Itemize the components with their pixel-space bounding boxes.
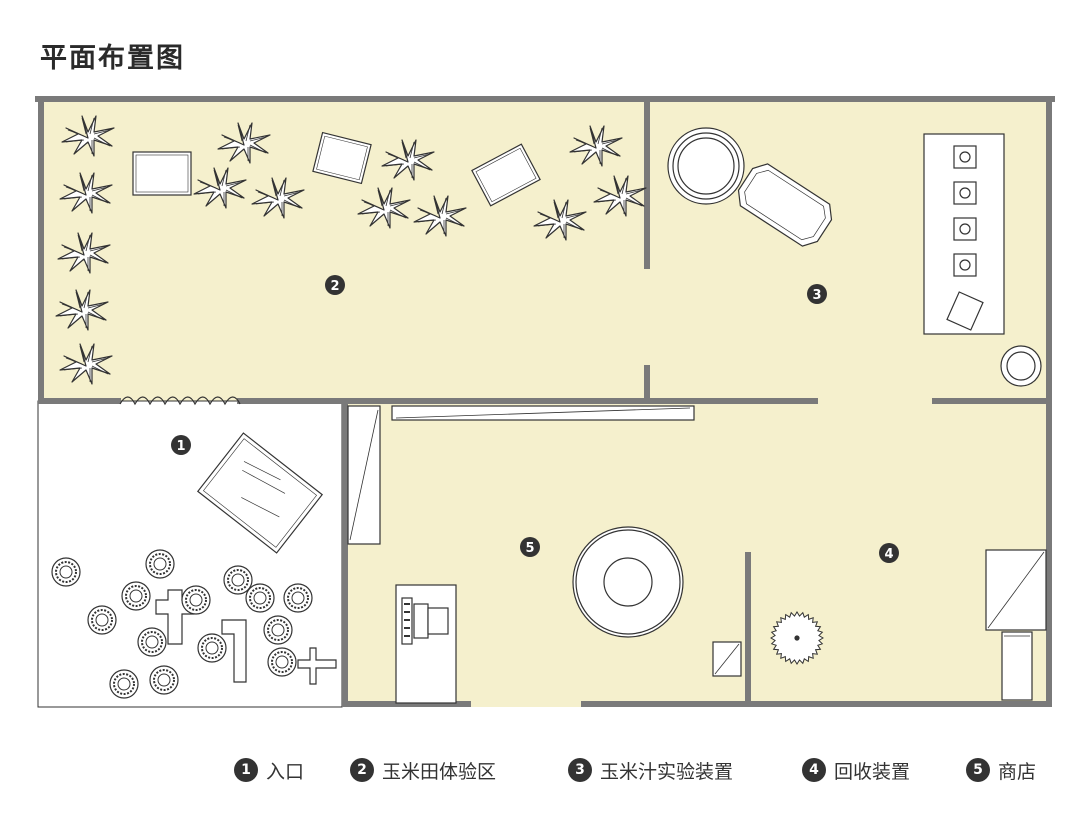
zone-marker-1: 1 bbox=[171, 435, 191, 455]
legend: 1 入口 2 玉米田体验区 3 玉米汁实验装置 4 回收装置 5 商店 bbox=[0, 752, 1080, 788]
legend-label-shop: 商店 bbox=[998, 760, 1037, 783]
legend-label-corn-field: 玉米田体验区 bbox=[382, 760, 497, 783]
zone-marker-5-label: 5 bbox=[525, 541, 534, 556]
legend-label-recycling: 回收装置 bbox=[834, 760, 911, 783]
legend-item-shop: 5 商店 bbox=[966, 752, 1036, 788]
entrance-curtain bbox=[119, 396, 241, 406]
zone-marker-4-label: 4 bbox=[884, 547, 893, 562]
legend-badge-1: 1 bbox=[234, 758, 258, 782]
legend-badge-5: 5 bbox=[966, 758, 990, 782]
legend-label-entrance: 入口 bbox=[266, 760, 305, 783]
zone-marker-5: 5 bbox=[520, 537, 540, 557]
legend-label-juice-lab: 玉米汁实验装置 bbox=[600, 760, 734, 783]
zone-marker-2-label: 2 bbox=[330, 279, 339, 294]
display-panels bbox=[132, 131, 541, 207]
legend-item-entrance: 1 入口 bbox=[234, 752, 304, 788]
legend-badge-4: 4 bbox=[802, 758, 826, 782]
recycling-equipment bbox=[770, 549, 1047, 701]
legend-item-corn-field: 2 玉米田体验区 bbox=[350, 752, 496, 788]
shop-furniture bbox=[347, 405, 742, 704]
legend-item-juice-lab: 3 玉米汁实验装置 bbox=[568, 752, 733, 788]
zone-marker-2: 2 bbox=[325, 275, 345, 295]
zone-marker-3: 3 bbox=[807, 284, 827, 304]
legend-badge-3: 3 bbox=[568, 758, 592, 782]
zone-marker-4: 4 bbox=[879, 543, 899, 563]
legend-item-recycling: 4 回收装置 bbox=[802, 752, 910, 788]
floor-plan: 1 2 3 4 5 bbox=[35, 96, 1055, 708]
legend-badge-2: 2 bbox=[350, 758, 374, 782]
lab-equipment bbox=[667, 127, 1042, 387]
walls bbox=[35, 96, 1055, 707]
page-title: 平面布置图 bbox=[40, 43, 185, 74]
zone-marker-1-label: 1 bbox=[176, 439, 185, 454]
zone-marker-3-label: 3 bbox=[812, 288, 821, 303]
